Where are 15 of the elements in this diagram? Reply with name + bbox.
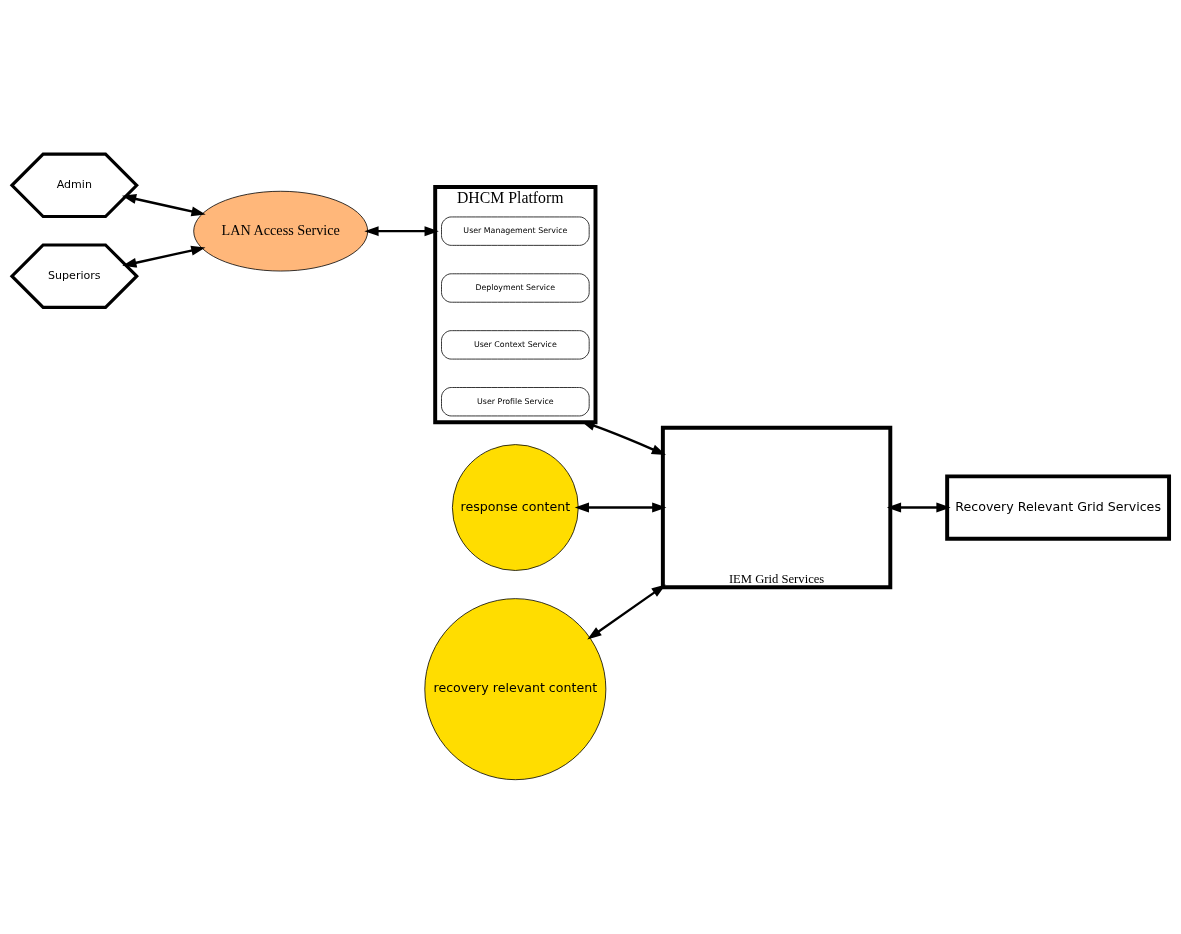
node-box: User Management Service — [441, 216, 590, 246]
arrow — [587, 584, 666, 640]
arrow — [121, 194, 206, 217]
arrow — [886, 502, 951, 513]
node-circle: recovery relevant content — [424, 598, 607, 781]
node-box: IEM Grid Services — [660, 425, 893, 590]
node-box: User Profile Service — [441, 387, 590, 417]
arrow — [122, 245, 206, 268]
node-ellipse: LAN Access Service — [193, 190, 369, 272]
node-box: Deployment Service — [441, 273, 590, 303]
arrow — [574, 502, 667, 513]
node-box: Recovery Relevant Grid Services — [945, 474, 1172, 541]
node-circle: response content — [452, 444, 579, 571]
arrow — [364, 226, 439, 237]
node-box: User Context Service — [441, 330, 590, 360]
